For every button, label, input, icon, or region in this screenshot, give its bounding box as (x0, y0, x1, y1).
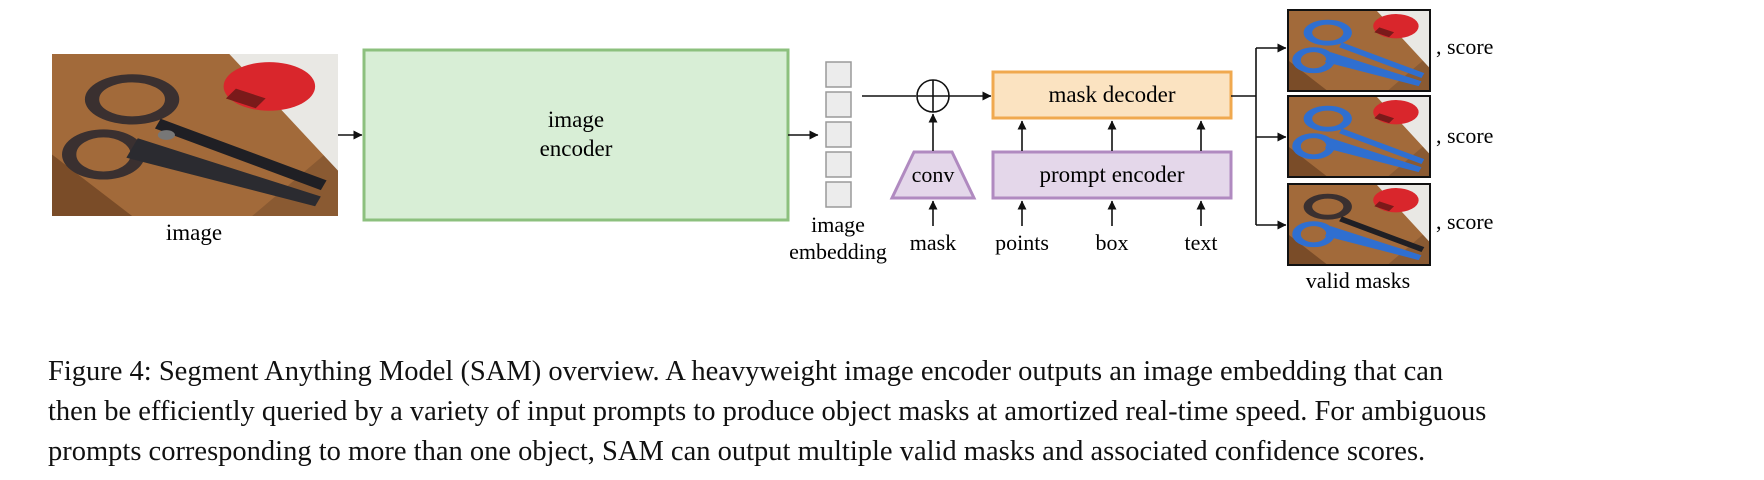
sum-circle-icon (916, 79, 950, 113)
prompt-encoder-label: prompt encoder (1040, 162, 1185, 187)
caption-line-2: then be efficiently queried by a variety… (48, 396, 1487, 427)
embedding-cell (825, 91, 852, 118)
score-label-3: , score (1436, 209, 1493, 234)
score-label-1: , score (1436, 34, 1493, 59)
input-image-label: image (166, 220, 222, 245)
conv-label: conv (912, 162, 955, 187)
valid-mask-thumbnail (1288, 10, 1430, 91)
valid-mask-frame (1287, 183, 1431, 266)
mask-decoder-box (991, 70, 1233, 120)
image-embedding-label: image (811, 212, 865, 237)
score-label-2: , score (1436, 123, 1493, 148)
mask-decoder-label: mask decoder (1048, 82, 1175, 107)
output-masks (1287, 9, 1431, 266)
embedding-cell (825, 181, 852, 208)
valid-mask-frame (1287, 9, 1431, 92)
image-embedding-stack (825, 61, 852, 208)
image-encoder-label-2: encoder (540, 136, 613, 161)
embedding-cell (825, 61, 852, 88)
input-text-label: text (1185, 230, 1218, 255)
image-embedding-label-2: embedding (789, 239, 887, 264)
image-encoder-box (362, 48, 790, 222)
valid-mask-frame (1287, 95, 1431, 178)
prompt-encoder-box (991, 150, 1233, 200)
input-points-label: points (995, 230, 1049, 255)
caption-line-3: prompts corresponding to more than one o… (48, 436, 1426, 467)
embedding-cell (825, 121, 852, 148)
embedding-cell (825, 151, 852, 178)
output-branch-line (1231, 48, 1257, 225)
input-mask-label: mask (910, 230, 956, 255)
caption-line-1: Figure 4: Segment Anything Model (SAM) o… (48, 356, 1444, 387)
valid-masks-label: valid masks (1306, 268, 1411, 293)
valid-mask-thumbnail (1288, 96, 1430, 177)
valid-mask-thumbnail (1288, 184, 1430, 265)
figure-caption: Figure 4: Segment Anything Model (SAM) o… (48, 352, 1728, 472)
input-box-label: box (1096, 230, 1129, 255)
input-image (52, 54, 338, 216)
conv-block (889, 150, 977, 200)
image-encoder-label: image (548, 107, 604, 132)
